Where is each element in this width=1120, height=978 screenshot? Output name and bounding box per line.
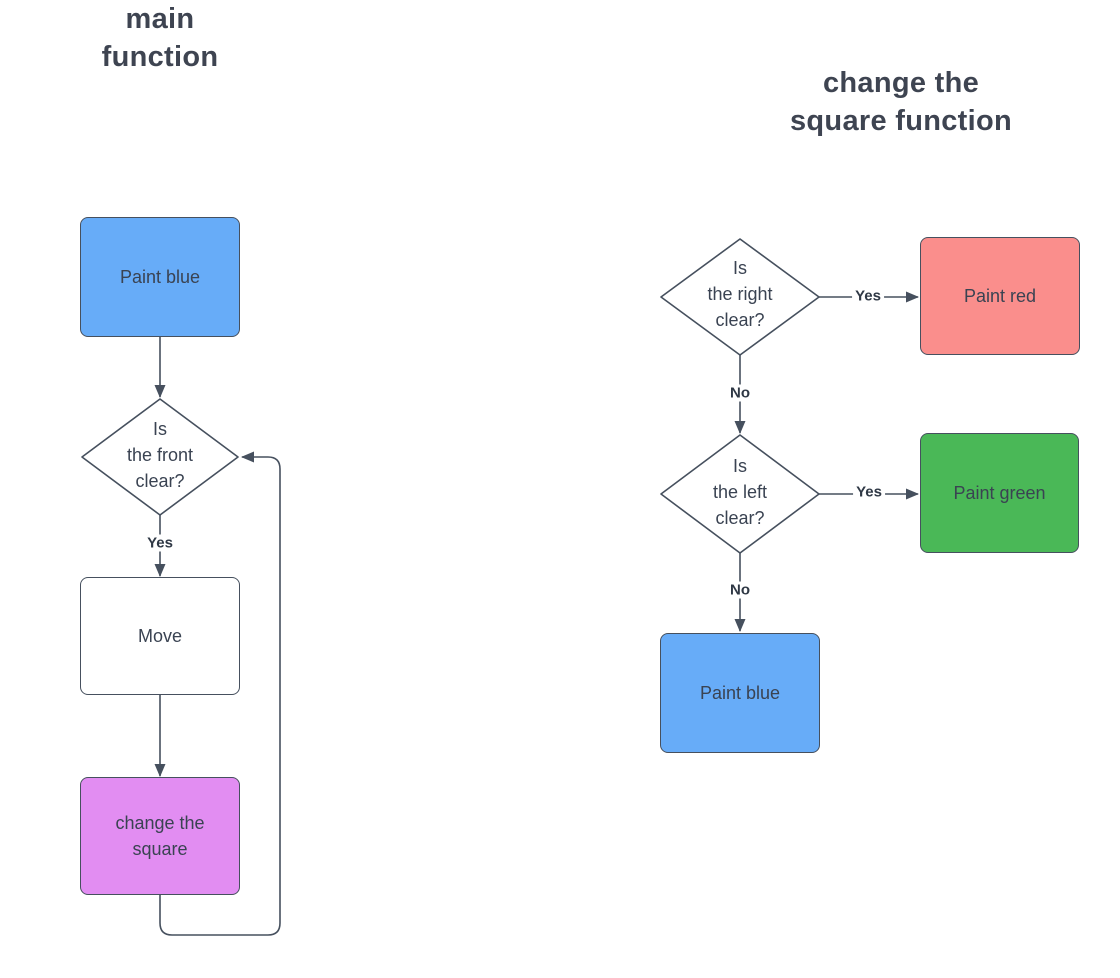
edge-label-no-left: No	[727, 581, 753, 599]
node-move: Move	[80, 577, 240, 695]
node-paint-blue-main: Paint blue	[80, 217, 240, 337]
node-left-clear-label: Is the left clear?	[712, 456, 768, 528]
node-paint-blue-sub: Paint blue	[660, 633, 820, 753]
edge-loop-changesquare-to-frontclear	[159, 451, 281, 936]
edge-label-yes-left: Yes	[853, 483, 885, 501]
node-paint-green: Paint green	[920, 433, 1079, 553]
decision-right-clear-shape	[660, 238, 820, 356]
node-paint-red: Paint red	[920, 237, 1080, 355]
decision-left-clear-shape	[660, 434, 820, 554]
left-chart-title: main function	[101, 3, 219, 73]
edge-label-no-right: No	[727, 384, 753, 402]
decision-front-clear-shape	[81, 398, 239, 516]
node-right-clear-label: Is the right clear?	[707, 258, 773, 330]
node-change-square: change the square	[80, 777, 240, 895]
edge-label-yes-main: Yes	[144, 534, 176, 552]
edge-label-yes-right: Yes	[852, 287, 884, 305]
node-front-clear-label: Is the front clear?	[126, 419, 194, 491]
right-chart-title: change the square function	[789, 67, 1012, 137]
